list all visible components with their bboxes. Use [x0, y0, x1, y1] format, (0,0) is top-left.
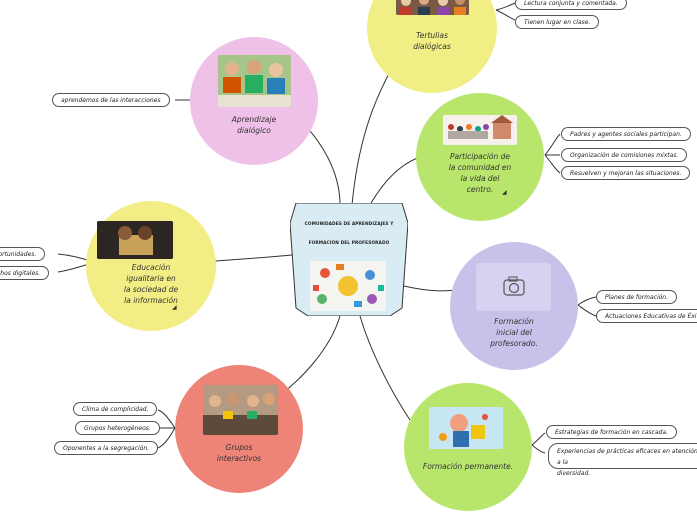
node-aprendizaje[interactable]: Aprendizaje dialógico	[190, 37, 318, 165]
node-formacion-permanente[interactable]: Formación permanente.	[404, 383, 532, 511]
formacion-permanente-image	[429, 407, 503, 449]
node-formacion-inicial[interactable]: Formación inicial del profesorado.	[450, 242, 578, 370]
leaf-clase[interactable]: Tienen lugar en clase.	[515, 15, 600, 29]
educacion-image	[97, 221, 173, 259]
tertulias-image	[396, 0, 469, 15]
node-formacion-inicial-label: Formación inicial del profesorado.	[490, 317, 538, 348]
formacion-inicial-image-placeholder	[476, 263, 551, 311]
aprendizaje-image	[218, 55, 291, 107]
leaf-heterogeneos[interactable]: Grupos heterogéneos.	[75, 421, 160, 435]
link-formacion-permanente	[359, 315, 411, 421]
link-grupos	[279, 315, 341, 396]
icons-collage-image	[310, 261, 386, 311]
leaf-experiencias[interactable]: Experiencias de prácticas eficaces en at…	[548, 443, 697, 477]
leaf-segregacion[interactable]: Oponentes a la segregación.	[54, 441, 159, 455]
leaf-resuelven[interactable]: Resuelven y mejoran las situaciones.	[561, 166, 691, 180]
camera-icon	[503, 276, 525, 296]
leaf-oportunidades[interactable]: oportunidades.	[0, 247, 46, 261]
node-participacion-label: Participación de la comunidad en la vida…	[448, 152, 512, 194]
central-topic-line1: COMUNIDADES DE APRENDIZAJES Y	[304, 222, 394, 227]
leaf-actuaciones[interactable]: Actuaciones Educativas de Éxi	[596, 309, 697, 323]
central-topic-line2: FORMACIÓN DEL PROFESORADO	[308, 241, 390, 246]
leaf-lectura[interactable]: Lectura conjunta y comentada.	[515, 0, 627, 10]
node-grupos[interactable]: Grupos interactivos	[175, 365, 303, 493]
arrow-icon: ◢	[172, 304, 177, 311]
link-formacion-inicial	[399, 284, 456, 292]
node-educacion[interactable]: Educación igualitaria en la sociedad de …	[86, 201, 216, 331]
node-tertulias-label: Tertulias dialógicas	[413, 31, 451, 51]
node-aprendizaje-label: Aprendizaje dialógico	[231, 115, 277, 135]
node-participacion[interactable]: Participación de la comunidad en la vida…	[416, 93, 544, 221]
participacion-image	[443, 115, 517, 145]
leaf-digitales[interactable]: chos digitales.	[0, 266, 50, 280]
node-grupos-label: Grupos interactivos	[216, 443, 262, 463]
central-topic[interactable]: COMUNIDADES DE APRENDIZAJES Y FORMACIÓN …	[290, 203, 408, 316]
leaf-clima[interactable]: Clima de complicidad.	[73, 402, 158, 416]
node-educacion-label: Educación igualitaria en la sociedad de …	[123, 263, 179, 305]
leaf-interacciones[interactable]: aprendemos de las interacciones	[52, 93, 170, 107]
arrow-icon: ◢	[502, 189, 507, 196]
leaf-padres[interactable]: Padres y agentes sociales participan.	[561, 127, 691, 141]
central-topic-image	[310, 261, 386, 311]
leaf-planes[interactable]: Planes de formación.	[596, 290, 678, 304]
leaf-cascada[interactable]: Estrategias de formación en cascada.	[546, 425, 678, 439]
grupos-image	[203, 385, 278, 435]
node-formacion-permanente-label: Formación permanente.	[422, 462, 514, 471]
leaf-comisiones[interactable]: Organización de comisiones mixtas.	[561, 148, 688, 162]
